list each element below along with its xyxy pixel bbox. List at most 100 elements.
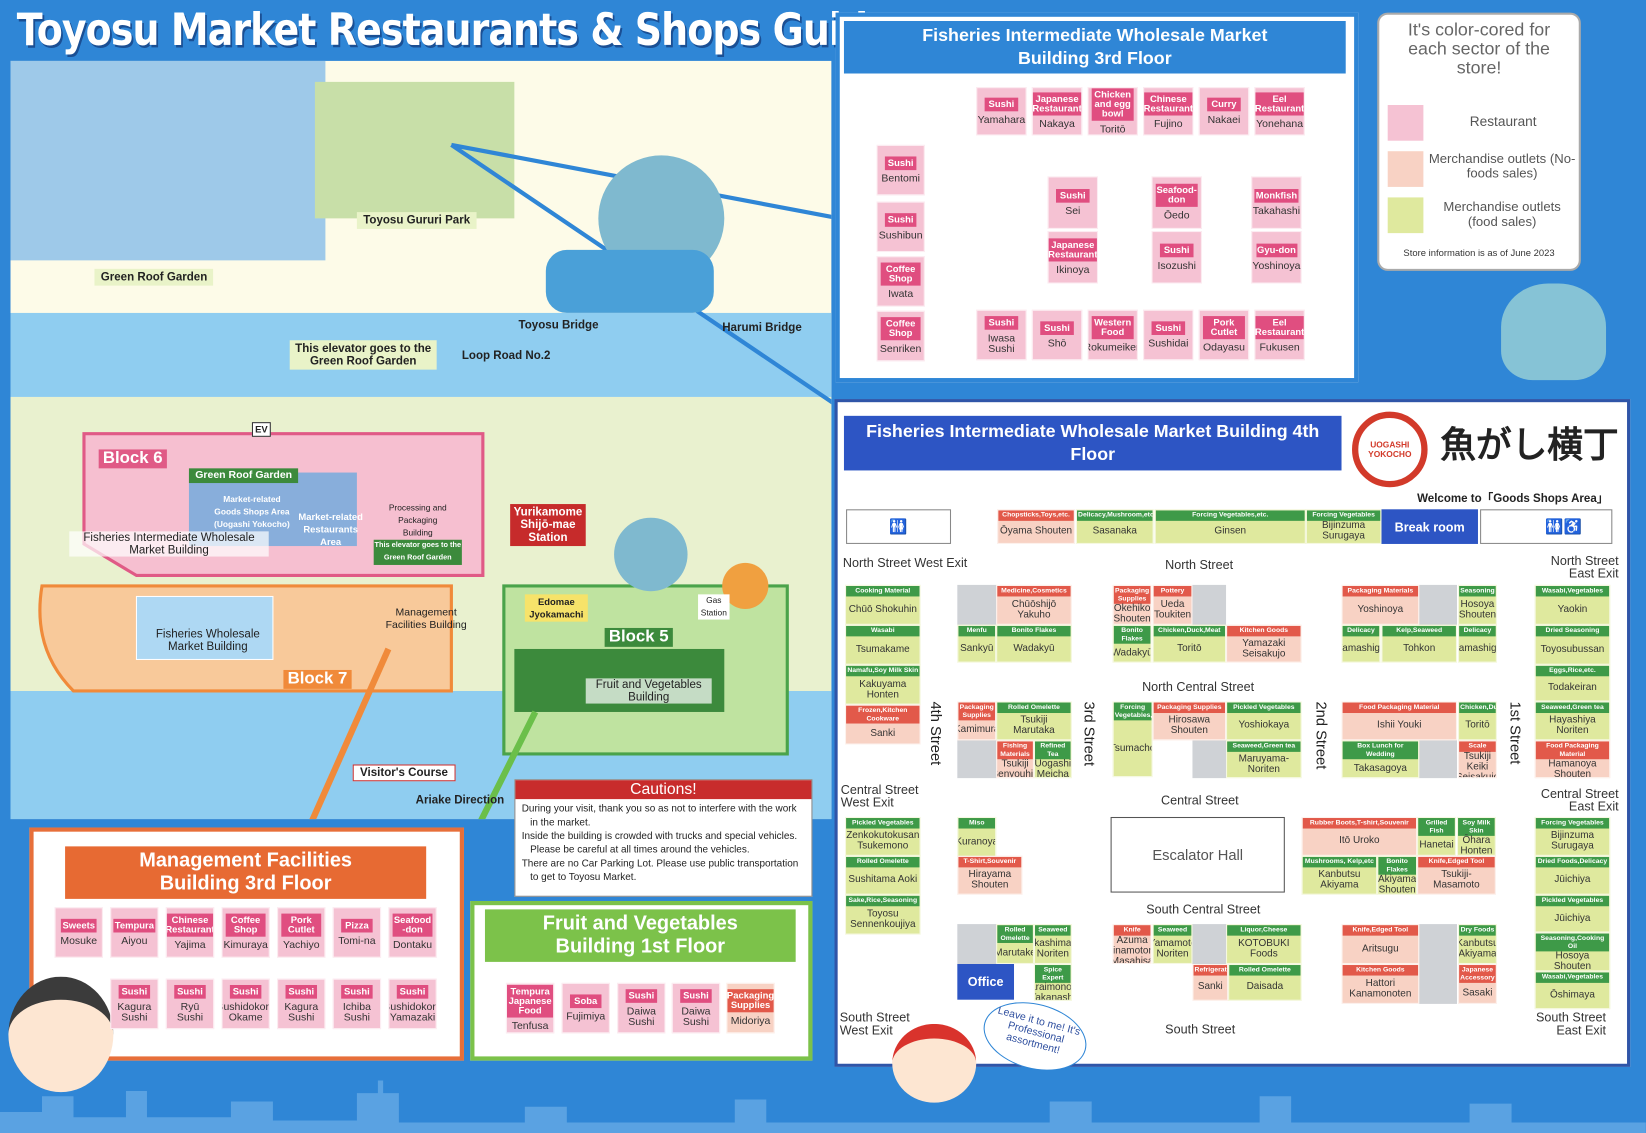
shop-stall[interactable]: SeaweedTakashimaya Noriten [1033,924,1072,964]
shop-stall[interactable]: Refrigerator,CabinetSanki [1192,963,1229,1001]
shop-stall[interactable]: SushiSushidokoro Okame [221,978,270,1030]
shop-stall[interactable]: Packaging SuppliesKamimura [957,701,997,741]
shop-stall[interactable]: Delicacy,Mushroom,etc.Sasanaka [1075,509,1154,544]
shop-stall[interactable]: SushiSushidokoro Yamazaki [388,978,437,1030]
shop-stall[interactable]: SeaweedYamamoto Noriten [1152,924,1193,964]
shop-stall[interactable]: Chopsticks,Toys,etc.Ōyama Shouten [997,509,1075,544]
shop-stall[interactable]: Forcing Vegetables,etc.Ginsen [1154,509,1306,544]
shop-stall[interactable]: DelicacyYamashige [1458,624,1497,663]
shop-stall[interactable]: Spice ExpertKaraimonoya Takanashi [1033,963,1072,1001]
shop-stall[interactable]: DelicacyYamashige [1341,624,1381,663]
shop-stall[interactable]: Forcing Vegetables,FruitsTsumacho [1112,701,1153,778]
shop-stall[interactable]: Western FoodRokumeiken [1087,309,1138,361]
shop-stall[interactable]: Eggs,Rice,etc.Todakeiran [1534,664,1611,702]
